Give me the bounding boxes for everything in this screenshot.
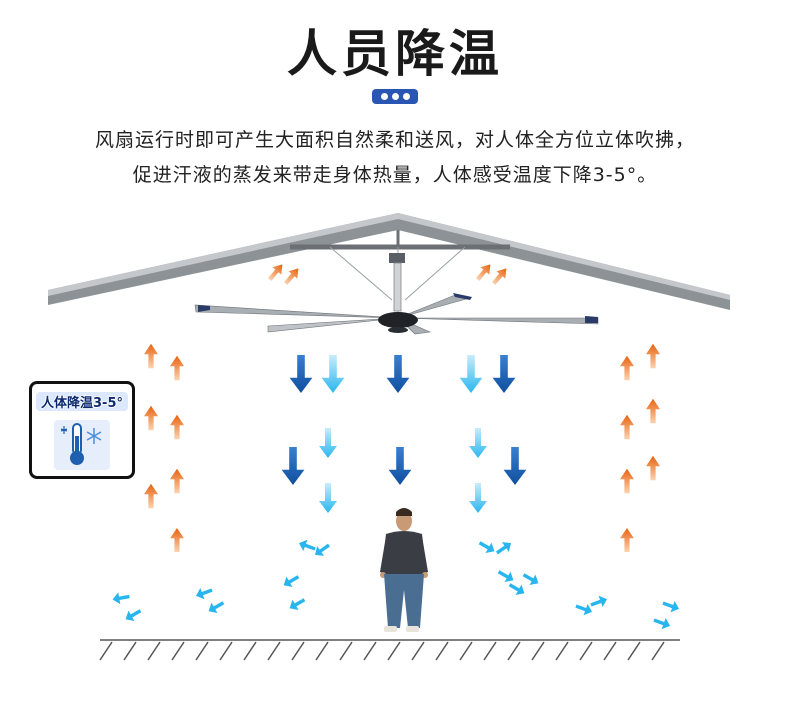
floor: [99, 639, 680, 661]
ceiling-fan: [194, 246, 599, 335]
description-line-2: 促进汗液的蒸发来带走身体热量，人体感受温度下降3-5°。: [132, 164, 658, 186]
person-figure: [380, 508, 428, 632]
page-title: 人员降温: [287, 25, 503, 83]
description-line-1: 风扇运行时即可产生大面积自然柔和送风，对人体全方位立体吹拂，: [94, 129, 695, 151]
roof: [48, 213, 730, 310]
decorative-dots: [372, 89, 418, 104]
cooling-badge: 人体降温3-5°: [29, 381, 135, 479]
thermometer-snowflake-icon: [54, 420, 110, 470]
cool-air-arrows: [281, 355, 527, 513]
cooling-badge-label: 人体降温3-5°: [36, 392, 128, 411]
